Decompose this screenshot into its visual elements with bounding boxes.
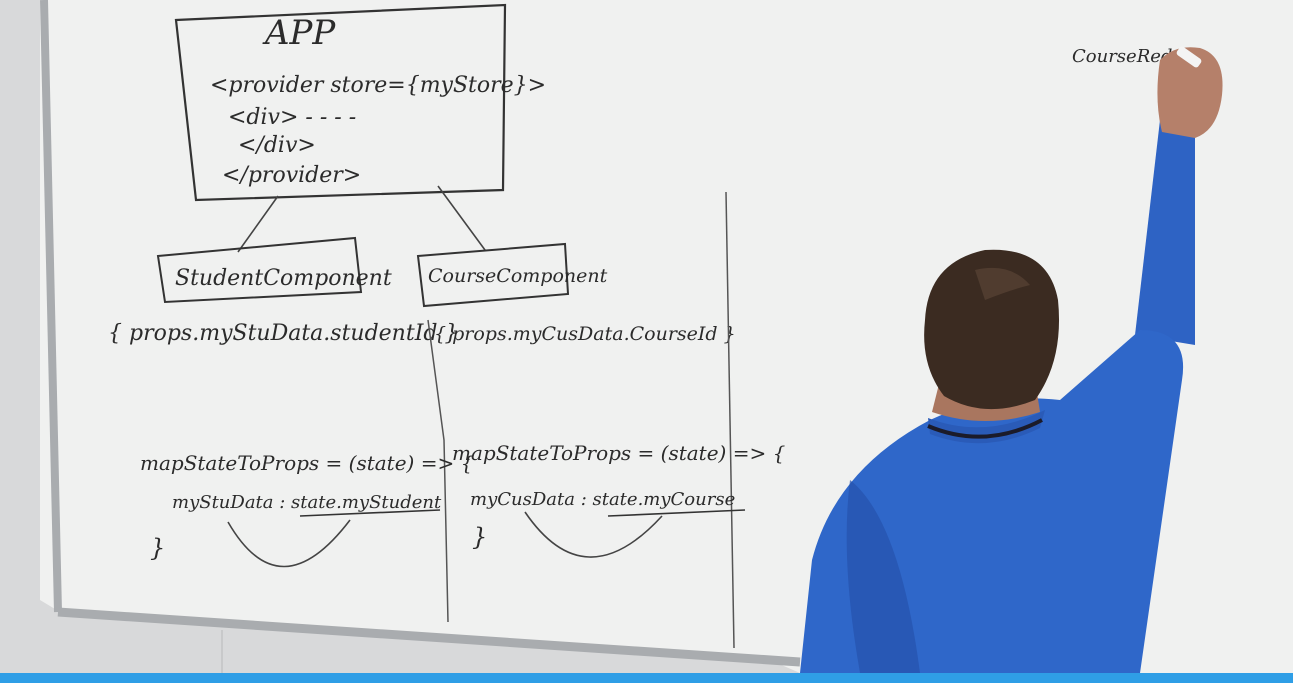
- hair-highlight: [975, 267, 1030, 300]
- connector-course: [437, 185, 486, 251]
- student-arc: [227, 519, 351, 568]
- student-component-box: [156, 236, 363, 304]
- person-head: [924, 249, 1060, 410]
- student-map-line2: myStuData : state.myStudent: [172, 492, 442, 513]
- student-underline: [299, 509, 441, 517]
- course-map-line1: mapStateToProps = (state) => {: [452, 441, 786, 465]
- course-underline: [607, 509, 746, 517]
- connector-student: [237, 195, 279, 253]
- shirt-shadow: [846, 480, 920, 673]
- person: [800, 46, 1223, 673]
- lanyard: [927, 418, 1043, 439]
- person-arm: [1135, 120, 1195, 345]
- student-map-close: }: [150, 534, 165, 562]
- corner-note: CourseRed: [1072, 46, 1172, 67]
- course-component-label: CourseComponent: [428, 265, 608, 287]
- divider-right: [725, 191, 735, 649]
- course-component-box: [416, 242, 570, 308]
- div-open: <div> - - - -: [228, 105, 356, 130]
- course-props: { props.myCusData.CourseId }: [434, 323, 736, 345]
- app-box: [174, 3, 507, 202]
- marker: [1176, 46, 1202, 68]
- student-map-line1: mapStateToProps = (state) => {: [140, 451, 474, 475]
- course-map-line2: myCusData : state.myCourse: [470, 489, 735, 510]
- whiteboard-frame-left: [40, 0, 62, 613]
- provider-open: <provider store={myStore}>: [210, 73, 546, 98]
- provider-close: </provider>: [222, 163, 361, 188]
- person-hand: [1157, 47, 1223, 139]
- student-component-label: StudentComponent: [175, 266, 392, 291]
- whiteboard-frame-bottom: [57, 607, 801, 667]
- course-map-close: }: [472, 523, 487, 551]
- course-arc: [524, 511, 663, 558]
- div-close: </div>: [238, 133, 316, 158]
- divider-center: [427, 319, 449, 623]
- bottom-bar: [0, 673, 1293, 683]
- student-props: { props.myStuData.studentId }: [108, 321, 458, 346]
- app-title: APP: [262, 13, 336, 53]
